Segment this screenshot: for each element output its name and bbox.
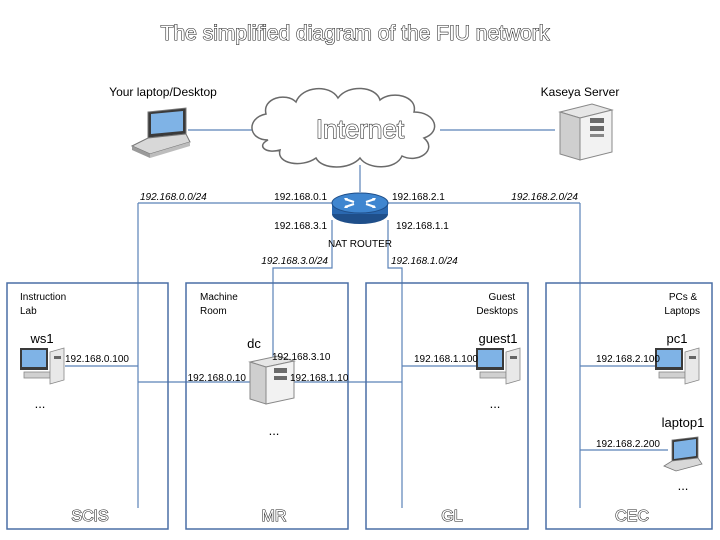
zone-code-scis: SCIS [71,508,108,525]
cec-ellipsis: ... [678,478,689,493]
pc1-ip: 192.168.2.100 [596,354,660,365]
router-label: NAT ROUTER [328,239,392,250]
zone-box-scis [6,282,169,530]
router-ip-right: 192.168.2.1 [392,192,445,203]
zone-code-gl: GL [441,508,462,525]
zone-title-gl-2: Desktops [476,306,518,317]
ws1-name: ws1 [29,331,53,346]
network-label-3: 192.168.3.0/24 [261,256,328,267]
ws1-ip: 192.168.0.100 [65,354,129,365]
zone-title-mr-1: Machine [200,292,238,303]
pc1-desktop-icon [655,347,700,385]
pc1-name: pc1 [667,331,688,346]
zone-box-mr [185,282,349,530]
dc-ip-left: 192.168.0.10 [188,373,247,384]
router-ip-bottom-left: 192.168.3.1 [274,221,327,232]
guest1-name: guest1 [478,331,517,346]
zone-box-gl [365,282,529,530]
dc-ip-right: 192.168.1.10 [290,373,349,384]
zone-title-mr-2: Room [200,306,227,317]
zone-title-scis: Instruction Lab [20,292,69,317]
zone-title-cec-1: PCs & [669,292,698,303]
zone-title-gl-1: Guest [489,292,516,303]
dc-ip-top: 192.168.3.10 [272,352,331,363]
laptop-icon [130,107,191,158]
server-icon [558,103,614,161]
gl-ellipsis: ... [490,396,501,411]
server-label: Kaseya Server [541,85,620,99]
router-icon [331,192,389,224]
zone-code-cec: CEC [615,508,649,525]
dc-server-icon [248,355,296,405]
scis-ellipsis: ... [35,396,46,411]
zone-title-cec: PCs & Laptops [664,292,700,317]
page-title: The simplified diagram of the FIU networ… [161,22,550,45]
net1-link [387,220,403,508]
dc-name: dc [247,336,261,351]
ws1-desktop-icon [20,347,65,385]
zone-code-mr: MR [262,508,287,525]
zone-title-mr: Machine Room [200,292,241,317]
internet-label: Internet [316,114,405,144]
zone-title-gl: Guest Desktops [476,292,518,317]
laptop1-name: laptop1 [662,415,705,430]
zone-box-cec [545,282,713,530]
zone-title-cec-2: Laptops [664,306,700,317]
router-ip-bottom-right: 192.168.1.1 [396,221,449,232]
router-ip-left: 192.168.0.1 [274,192,327,203]
guest1-desktop-icon [476,347,521,385]
laptop-label: Your laptop/Desktop [109,85,217,99]
network-label-1: 192.168.1.0/24 [391,256,458,267]
network-label-2: 192.168.2.0/24 [511,192,578,203]
laptop1-icon [663,436,703,472]
guest1-ip: 192.168.1.100 [414,354,478,365]
internet-cloud-icon [251,87,436,168]
laptop1-ip: 192.168.2.200 [596,439,660,450]
net3-link [272,220,333,360]
network-label-0: 192.168.0.0/24 [140,192,207,203]
zone-title-scis-1: Instruction [20,292,66,303]
zone-title-scis-2: Lab [20,306,37,317]
mr-ellipsis: ... [269,423,280,438]
